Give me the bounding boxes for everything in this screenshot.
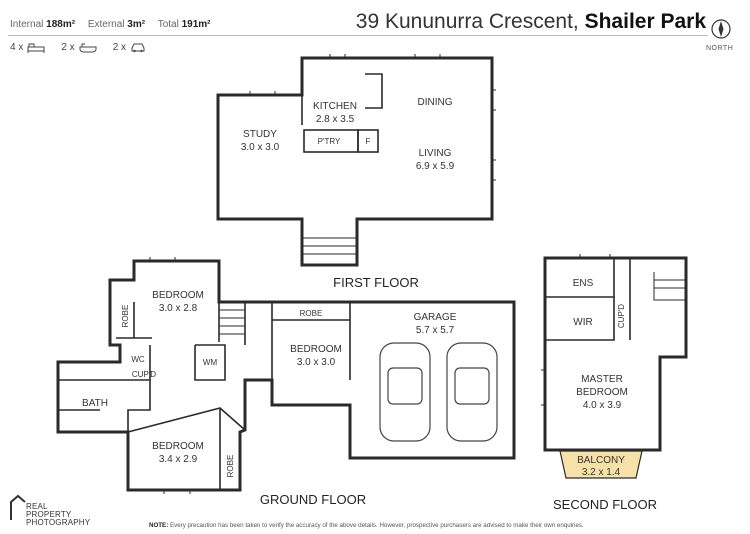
- bath-label: BATH: [82, 398, 108, 409]
- ground-floor-label: GROUND FLOOR: [260, 492, 366, 507]
- address-suburb: Shailer Park: [584, 10, 706, 33]
- internal-value: 188m²: [46, 19, 76, 30]
- car-count: 2 x: [112, 42, 127, 53]
- kitchen-name: KITCHEN: [313, 101, 357, 112]
- pantry-label: P'TRY: [318, 137, 341, 146]
- robe-sw-label: ROBE: [226, 455, 235, 478]
- cupd-second-label: CUP'D: [617, 304, 626, 328]
- wir-label: WIR: [573, 317, 592, 328]
- external-value: 3m²: [127, 19, 146, 30]
- north-compass-icon: [711, 19, 731, 39]
- living-size: 6.9 x 5.9: [416, 161, 455, 172]
- wm-label: WM: [203, 358, 218, 367]
- logo-text: REAL PROPERTY PHOTOGRAPHY: [26, 503, 90, 527]
- living-name: LIVING: [419, 148, 452, 159]
- bedroom-sw-name: BEDROOM: [152, 441, 204, 452]
- second-floor-label: SECOND FLOOR: [553, 497, 657, 512]
- disclaimer-note: NOTE: Every precaution has been taken to…: [149, 522, 584, 529]
- ens-label: ENS: [573, 278, 594, 289]
- second-floor-outline: [543, 256, 688, 452]
- bedroom-nw-size: 3.0 x 2.8: [159, 303, 198, 314]
- master-size: 4.0 x 3.9: [583, 400, 622, 411]
- total-value: 191m²: [181, 19, 211, 30]
- header-divider: [8, 35, 708, 36]
- wc-label: WC: [131, 355, 145, 364]
- bed-icon: [27, 43, 45, 53]
- balcony-size: 3.2 x 1.4: [582, 467, 621, 478]
- internal-label: Internal: [10, 19, 44, 30]
- kitchen-size: 2.8 x 3.5: [316, 114, 355, 125]
- note-text: Every precaution has been taken to verif…: [169, 522, 584, 529]
- robe-mid-label: ROBE: [300, 309, 323, 318]
- dining-name: DINING: [418, 97, 453, 108]
- car-icon: [131, 43, 145, 53]
- bath-icon: [79, 43, 97, 52]
- bedroom-nw-name: BEDROOM: [152, 290, 204, 301]
- bedroom-sw-size: 3.4 x 2.9: [159, 454, 198, 465]
- master-name-2: BEDROOM: [576, 387, 628, 398]
- address-street: 39 Kununurra Crescent,: [355, 10, 579, 33]
- logo-line-1: REAL: [26, 502, 48, 511]
- feature-counts: 4 x 2 x 2 x: [10, 42, 146, 53]
- external-label: External: [87, 19, 125, 30]
- study-size: 3.0 x 3.0: [241, 142, 280, 153]
- garage-size: 5.7 x 5.7: [416, 325, 455, 336]
- robe-nw-label: ROBE: [121, 305, 130, 328]
- first-floor-label: FIRST FLOOR: [333, 275, 419, 290]
- bedroom-mid-size: 3.0 x 3.0: [297, 357, 336, 368]
- north-label: NORTH: [706, 45, 734, 52]
- logo-line-2: PROPERTY: [26, 510, 72, 519]
- balcony-name: BALCONY: [577, 455, 625, 466]
- fridge-label: F: [366, 137, 371, 146]
- ground-floor-outline: [56, 259, 516, 492]
- property-address: 39 Kununurra Crescent, Shailer Park: [356, 10, 706, 34]
- rpp-logo-icon: [10, 494, 26, 520]
- cupd-ground-label: CUP'D: [132, 370, 156, 379]
- garage-cars: [379, 342, 498, 442]
- study-name: STUDY: [243, 129, 277, 140]
- note-label: NOTE:: [149, 522, 169, 529]
- logo-line-3: PHOTOGRAPHY: [26, 518, 91, 527]
- bathroom-count: 2 x: [61, 42, 75, 53]
- total-label: Total: [157, 19, 179, 30]
- area-summary: Internal 188m² External 3m² Total 191m²: [10, 19, 211, 30]
- balcony-shape: [559, 450, 643, 479]
- garage-name: GARAGE: [414, 312, 457, 323]
- bedroom-count: 4 x: [10, 42, 24, 53]
- bedroom-mid-name: BEDROOM: [290, 344, 342, 355]
- master-name: MASTER: [581, 374, 623, 385]
